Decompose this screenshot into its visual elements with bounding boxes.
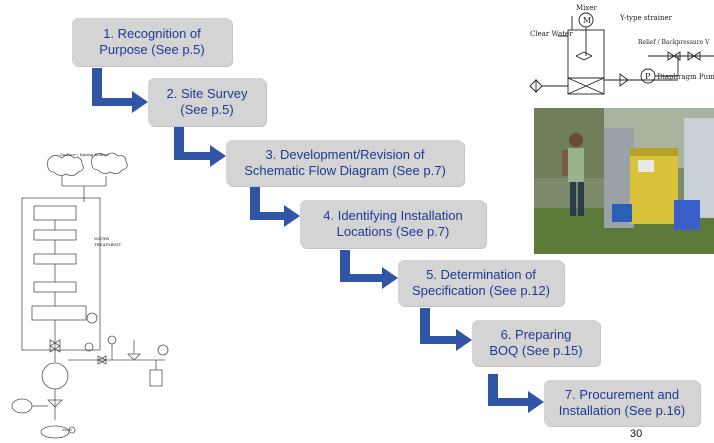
valve-label: Relief / Backpressure V bbox=[638, 39, 710, 46]
step-box-7: 7. Procurement and Installation (See p.1… bbox=[544, 380, 700, 426]
flow-arrow-6-7 bbox=[488, 374, 544, 413]
page-number: 30 bbox=[630, 428, 643, 440]
step-box-4: 4. Identifying Installation Locations (S… bbox=[300, 200, 486, 248]
step-4-line-1: 4. Identifying Installation bbox=[323, 208, 463, 223]
pump-label: Diaphragm Pump bbox=[657, 73, 714, 81]
equipment-schematic: M P Mixer Clear Water Y-type strainer Re… bbox=[528, 0, 714, 108]
flow-arrow-2-3 bbox=[174, 124, 226, 167]
step-5-line-1: 5. Determination of bbox=[426, 267, 536, 282]
step-box-2: 2. Site Survey (See p.5) bbox=[148, 78, 266, 126]
flow-diagram-side-label-2: TREATMENT bbox=[94, 242, 121, 247]
step-box-3: 3. Development/Revision of Schematic Flo… bbox=[226, 140, 464, 186]
strainer-label: Y-type strainer bbox=[619, 14, 673, 22]
mixer-symbol: M bbox=[583, 16, 591, 25]
step-6-line-1: 6. Preparing bbox=[500, 327, 572, 342]
installation-photo bbox=[534, 108, 714, 254]
step-box-6: 6. Preparing BOQ (See p.15) bbox=[472, 320, 600, 366]
step-3-line-1: 3. Development/Revision of bbox=[265, 147, 425, 162]
step-4-line-2: Locations (See p.7) bbox=[336, 224, 450, 239]
step-3-line-2: Schematic Flow Diagram (See p.7) bbox=[244, 163, 446, 178]
flow-arrow-5-6 bbox=[420, 308, 472, 351]
step-box-5: 5. Determination of Specification (See p… bbox=[398, 260, 564, 306]
flow-arrow-4-5 bbox=[340, 250, 398, 289]
flow-diagram-side-label-1: WATER bbox=[94, 236, 110, 241]
flow-diagram-top-label: Surface / Spring Source bbox=[60, 152, 109, 157]
step-1-line-2: Purpose (See p.5) bbox=[99, 42, 205, 57]
step-2-line-1: 2. Site Survey bbox=[166, 86, 248, 101]
flow-arrow-1-2 bbox=[92, 68, 148, 113]
step-6-line-2: BOQ (See p.15) bbox=[489, 343, 583, 358]
step-2-line-2: (See p.5) bbox=[180, 102, 234, 117]
step-7-line-1: 7. Procurement and bbox=[564, 387, 680, 402]
step-box-1: 1. Recognition of Purpose (See p.5) bbox=[72, 18, 232, 66]
step-1-line-1: 1. Recognition of bbox=[103, 26, 201, 41]
pump-symbol: P bbox=[645, 72, 651, 81]
clear-water-label: Clear Water bbox=[530, 30, 573, 38]
step-7-line-2: Installation (See p.16) bbox=[558, 403, 686, 418]
flow-arrow-3-4 bbox=[250, 184, 300, 227]
step-5-line-2: Specification (See p.12) bbox=[411, 283, 551, 298]
mixer-label: Mixer bbox=[576, 4, 597, 12]
